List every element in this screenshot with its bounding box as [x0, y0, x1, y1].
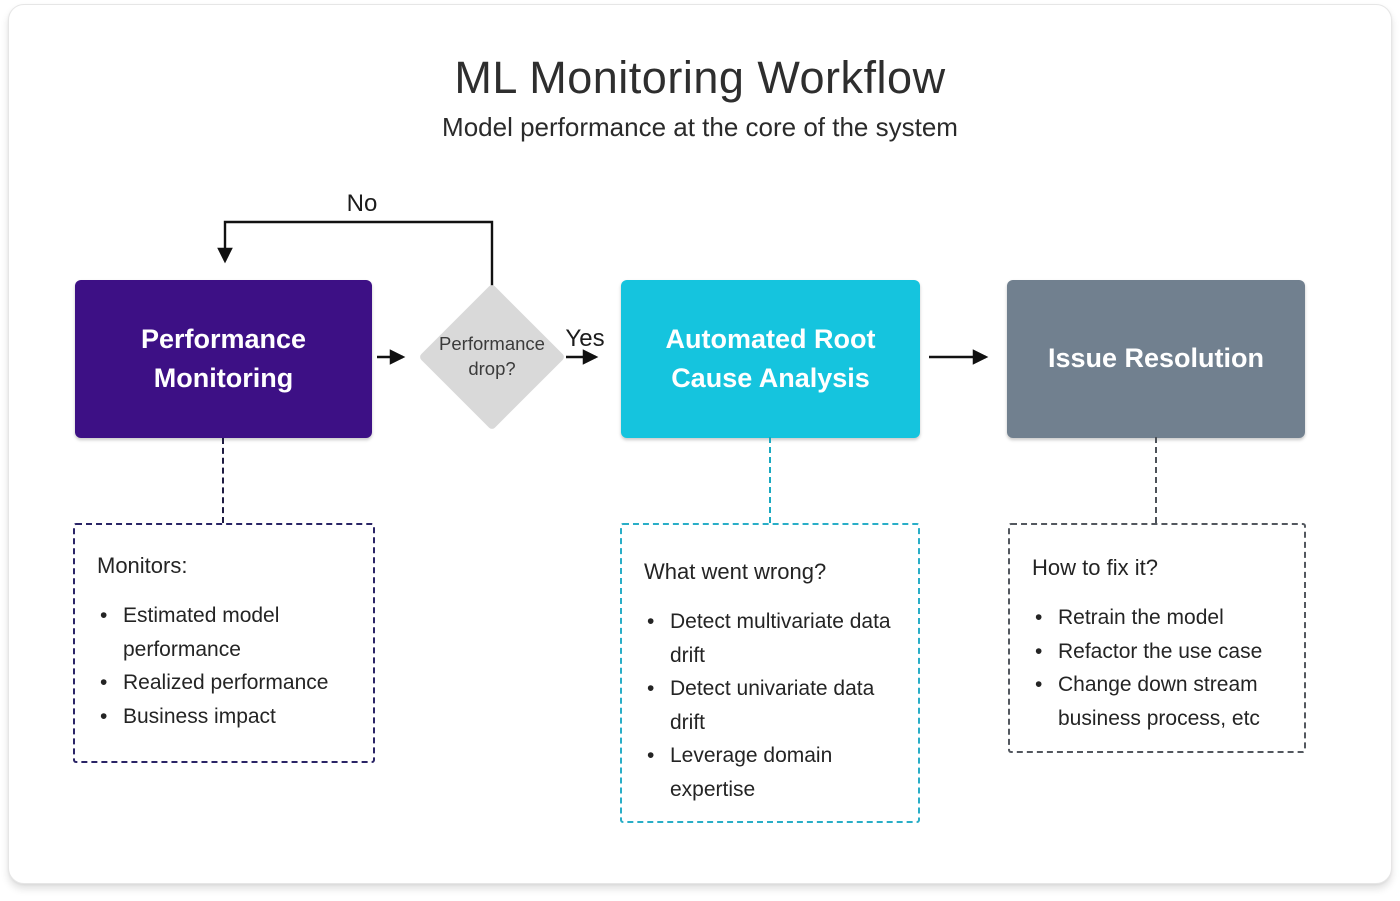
list-item: Estimated model performance [97, 599, 355, 666]
node-issue-resolution: Issue Resolution [1007, 280, 1305, 438]
dashed-connector-rootcause [769, 437, 771, 523]
detail-how-to-fix-heading: How to fix it? [1032, 555, 1158, 580]
list-item: Detect univariate data drift [644, 672, 900, 739]
detail-box-how-to-fix: How to fix it? Retrain the model Refacto… [1008, 523, 1306, 753]
node-issue-resolution-label: Issue Resolution [1047, 343, 1265, 374]
detail-monitors-list: Estimated model performance Realized per… [97, 599, 355, 733]
page-title: ML Monitoring Workflow [454, 52, 946, 103]
list-item: Detect multivariate data drift [644, 605, 900, 672]
list-item: Realized performance [97, 666, 355, 700]
node-performance-monitoring-label: Performance Monitoring [140, 323, 307, 393]
edge-label-no: No [346, 190, 378, 217]
list-item: Retrain the model [1032, 601, 1286, 635]
edge-label-yes: Yes [565, 325, 605, 352]
detail-box-what-went-wrong: What went wrong? Detect multivariate dat… [620, 523, 920, 823]
node-automated-root-cause-analysis: Automated Root Cause Analysis [621, 280, 920, 438]
decision-diamond-label: Performance drop? [439, 333, 545, 379]
list-item: Refactor the use case [1032, 635, 1286, 669]
list-item: Change down stream business process, etc [1032, 668, 1286, 735]
detail-box-monitors: Monitors: Estimated model performance Re… [73, 523, 375, 763]
dashed-connector-resolution [1155, 437, 1157, 523]
arrow-no-loop [217, 220, 494, 289]
detail-what-went-wrong-list: Detect multivariate data drift Detect un… [644, 605, 900, 807]
dashed-connector-performance [222, 438, 224, 523]
detail-monitors-heading: Monitors: [97, 553, 188, 578]
page-subtitle: Model performance at the core of the sys… [442, 112, 958, 142]
detail-how-to-fix-list: Retrain the model Refactor the use case … [1032, 601, 1286, 735]
node-automated-root-cause-analysis-label: Automated Root Cause Analysis [665, 323, 876, 393]
node-performance-monitoring: Performance Monitoring [75, 280, 372, 438]
list-item: Leverage domain expertise [644, 739, 900, 806]
list-item: Business impact [97, 700, 355, 734]
detail-what-went-wrong-heading: What went wrong? [644, 559, 827, 584]
